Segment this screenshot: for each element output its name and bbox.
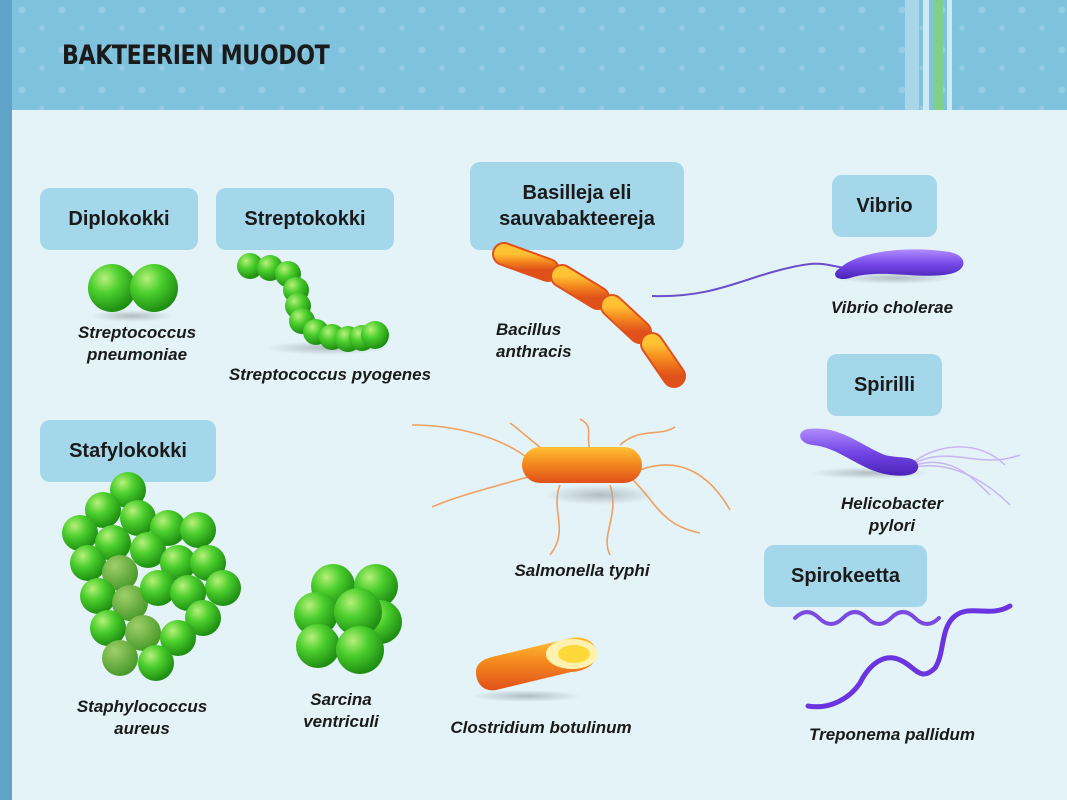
diplococcus-illustration — [88, 264, 178, 322]
caption-bacillus-anthracis: Bacillus anthracis — [496, 320, 572, 361]
clostridium-illustration — [471, 637, 598, 702]
header-stripe — [923, 0, 929, 110]
caption-streptococcus-pyogenes: Streptococcus pyogenes — [228, 365, 432, 384]
streptococcus-chain-illustration — [237, 253, 389, 355]
group-diplokokki: Diplokokki — [40, 188, 198, 250]
caption-treponema-pallidum: Treponema pallidum — [809, 725, 975, 744]
caption-staphylococcus-aureus: Staphylococcus aureus — [76, 697, 208, 738]
helicobacter-illustration — [800, 428, 1021, 506]
header-stripe — [905, 0, 919, 110]
caption-vibrio-cholerae: Vibrio cholerae — [830, 298, 954, 317]
caption-clostridium-botulinum: Clostridium botulinum — [450, 718, 632, 737]
staphylococcus-illustration — [62, 472, 241, 681]
caption-helicobacter-pylori: Helicobacter pylori — [840, 494, 944, 535]
group-spirilli: Spirilli — [827, 354, 942, 416]
group-vibrio: Vibrio — [832, 175, 937, 237]
header-pattern — [12, 0, 1067, 110]
group-basilleja: Basilleja eli sauvabakteereja — [470, 162, 684, 250]
salmonella-illustration — [411, 418, 731, 556]
bacillus-anthracis-illustration — [492, 242, 686, 388]
header-stripe — [947, 0, 952, 110]
spirochete-illustration — [793, 603, 1013, 710]
caption-salmonella-typhi: Salmonella typhi — [514, 561, 650, 580]
header-stripe — [933, 0, 943, 110]
left-accent-strip — [0, 0, 12, 800]
sarcina-illustration — [294, 564, 402, 674]
caption-sarcina-ventriculi: Sarcina ventriculi — [303, 690, 379, 731]
header-banner: BAKTEERIEN MUODOT — [12, 0, 1067, 110]
vibrio-illustration — [651, 249, 964, 298]
group-spirokeetta: Spirokeetta — [764, 545, 927, 607]
caption-streptococcus-pneumoniae: Streptococcus pneumoniae — [77, 323, 197, 364]
group-streptokokki: Streptokokki — [216, 188, 394, 250]
group-stafylokokki: Stafylokokki — [40, 420, 216, 482]
page-title: BAKTEERIEN MUODOT — [62, 40, 330, 71]
